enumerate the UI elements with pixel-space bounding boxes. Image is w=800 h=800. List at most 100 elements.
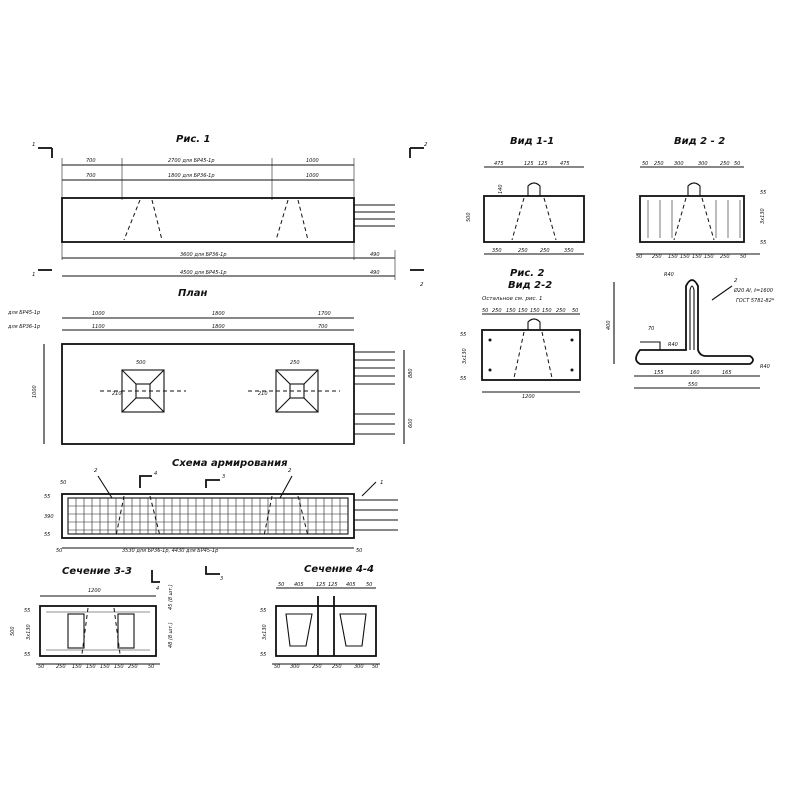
sec44-top-1: 405 (294, 582, 304, 588)
sec33-outline (39, 605, 157, 657)
view22-lifting-loop (687, 182, 701, 196)
view11-left-dim: 500 (466, 212, 472, 222)
cut-mark-4-top (139, 475, 152, 488)
dim-bottom1-mid: 3600 для БР36-1р (180, 252, 227, 258)
cut-mark-4-label: 4 (154, 471, 157, 477)
plan-dim-r1-b: 1800 (212, 311, 225, 317)
view22-bottom-0: 50 (636, 254, 642, 260)
sec33-bars (46, 611, 150, 651)
view11-left-small: 140 (498, 184, 504, 194)
view11-bottom-1: 250 (518, 248, 528, 254)
bar-total: 550 (688, 382, 698, 388)
socket-right-width: 250 (290, 360, 300, 366)
fig2-bottom: 1200 (522, 394, 535, 400)
scheme-bottom-label: 3530 для БР36-1р, 4430 для БР45-1р (122, 548, 218, 554)
sec33-left-2: 55 (24, 652, 30, 658)
sec33-left-1: 3х130 (26, 624, 32, 640)
fig2-socket-hidden (513, 331, 553, 379)
fig2-outline (481, 329, 581, 381)
figure-1-title: Рис. 1 (176, 134, 211, 145)
cut-mark-3-bottom (205, 566, 220, 575)
dim-row2-left: 700 (86, 173, 96, 179)
view22-bars (647, 200, 741, 238)
fig2-bar-dot (488, 368, 492, 372)
bar-spec-2: ГОСТ 5781-82* (736, 298, 775, 304)
bar-shape (635, 279, 754, 365)
dim-bottom2-mid: 4500 для БР45-1р (180, 270, 227, 276)
dim-top-left: 700 (86, 158, 96, 164)
sec44-socket-walls (317, 596, 335, 656)
sec33-bottom-3: 150 (86, 664, 96, 670)
plan-rebar-outlets (354, 351, 395, 435)
socket-left-depth: 210 (112, 391, 122, 397)
bar-r40-mid: R40 (668, 342, 678, 348)
bar-seg-3: 165 (722, 370, 732, 376)
view22-title: Вид 2 - 2 (674, 136, 725, 147)
scheme-pos1: 1 (380, 480, 384, 486)
scheme-pos2b: 2 (288, 468, 292, 474)
sec44-bottom-4: 300 (354, 664, 364, 670)
bar-inner-line (689, 285, 695, 350)
socket-right-slopes (275, 369, 319, 413)
view22-bottom-7: 50 (740, 254, 746, 260)
scheme-longitudinal-bars (68, 505, 348, 531)
bar-seg-1: 155 (654, 370, 664, 376)
sec33-socket-hidden (81, 607, 121, 655)
scheme-pos2a: 2 (94, 468, 98, 474)
bar-detail: R40 2 Ø20 AI, ℓ=1600 ГОСТ 5781-82* 400 7… (606, 272, 775, 389)
fig2-left-0: 55 (460, 332, 466, 338)
section-mark-1b-label: 1 (32, 272, 36, 278)
fig2-top-2: 150 (506, 308, 516, 314)
sec44-bottom-1: 300 (290, 664, 300, 670)
scheme-leader-2a (97, 475, 113, 499)
socket-hidden-right (275, 199, 309, 241)
fig2-bar-dot (488, 338, 492, 342)
view22-top-0: 50 (642, 161, 648, 167)
scheme-stirrups (75, 498, 341, 534)
sec33-left-total: 500 (10, 626, 16, 636)
sec44-left-1: 3х130 (262, 624, 268, 640)
sec33-bottom-7: 50 (148, 664, 154, 670)
dim-top-right: 1000 (306, 158, 319, 164)
view22-bottom-1: 250 (652, 254, 662, 260)
view22-bottom-4: 150 (692, 254, 702, 260)
scheme-dim-55: 55 (44, 494, 50, 500)
bar-hook (640, 341, 661, 350)
plan-dim-r2-a: 1100 (92, 324, 105, 330)
dim-top-mid: 2700 для БР45-1р (168, 158, 215, 164)
sec44-bottom-5: 50 (372, 664, 378, 670)
view11-bottom-0: 350 (492, 248, 502, 254)
scheme-title: Схема армирования (172, 458, 288, 469)
cut-mark-4b-label: 4 (156, 586, 159, 592)
sec44-cage-right (339, 613, 367, 647)
fig2-top-1: 250 (492, 308, 502, 314)
sec33-right-1: 48 (8 шт.) (168, 622, 174, 648)
sec33-bottom-6: 250 (128, 664, 138, 670)
view11-lifting-loop (527, 182, 541, 196)
view22-top-5: 50 (734, 161, 740, 167)
figure-2-subtitle: Вид 2-2 (508, 280, 552, 291)
sec33-bottom-5: 150 (114, 664, 124, 670)
reinforcement-scheme: Схема армирования 2 2 1 4 3 50 55 390 55… (44, 458, 398, 554)
cut-mark-3-top (205, 479, 220, 488)
sec33-bottom-1: 250 (56, 664, 66, 670)
sec33-corbel-right (117, 613, 135, 649)
view11-top-2: 125 (538, 161, 548, 167)
plan-label-br45: для БР45-1р (7, 310, 40, 316)
plan-right-dim-1: 880 (408, 368, 414, 378)
bar-mark: 2 (734, 278, 738, 284)
fig2-top-0: 50 (482, 308, 488, 314)
dim-bottom1-right: 490 (370, 252, 380, 258)
bar-seg-2: 160 (690, 370, 700, 376)
sec33-bottom-0: 50 (38, 664, 44, 670)
plan-dim-r1-c: 1700 (318, 311, 331, 317)
scheme-dim-50c: 50 (356, 548, 362, 554)
fig2-top-6: 250 (556, 308, 566, 314)
scheme-dim-50a: 50 (60, 480, 66, 486)
sec44-top-4: 405 (346, 582, 356, 588)
sec44-left-0: 55 (260, 608, 266, 614)
plan-label-br36: для БР36-1р (7, 324, 40, 330)
view22-top-2: 300 (674, 161, 684, 167)
beam-elevation (61, 197, 355, 243)
socket-left-width: 500 (136, 360, 146, 366)
